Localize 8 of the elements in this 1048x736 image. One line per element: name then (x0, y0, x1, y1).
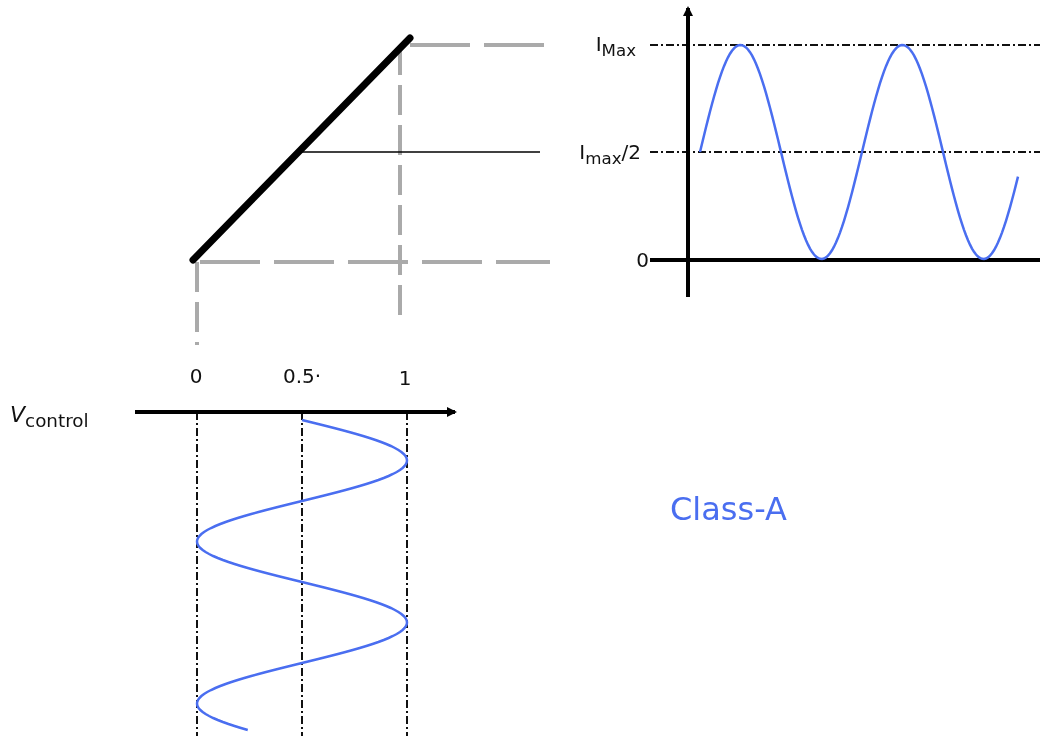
class-label: Class-A (670, 493, 787, 525)
axis-tick-label: 0 (189, 366, 203, 386)
axis-tick-label: I$_{Max}$ (595, 34, 636, 60)
axis-label: V$_{control}$ (10, 404, 89, 431)
axis-tick-label: 0.5· (282, 366, 322, 386)
axis-tick-label: 0 (636, 250, 649, 270)
axis-tick-label: I$_{max}$/2 (579, 142, 641, 168)
axis-tick-label: 1 (398, 368, 412, 388)
